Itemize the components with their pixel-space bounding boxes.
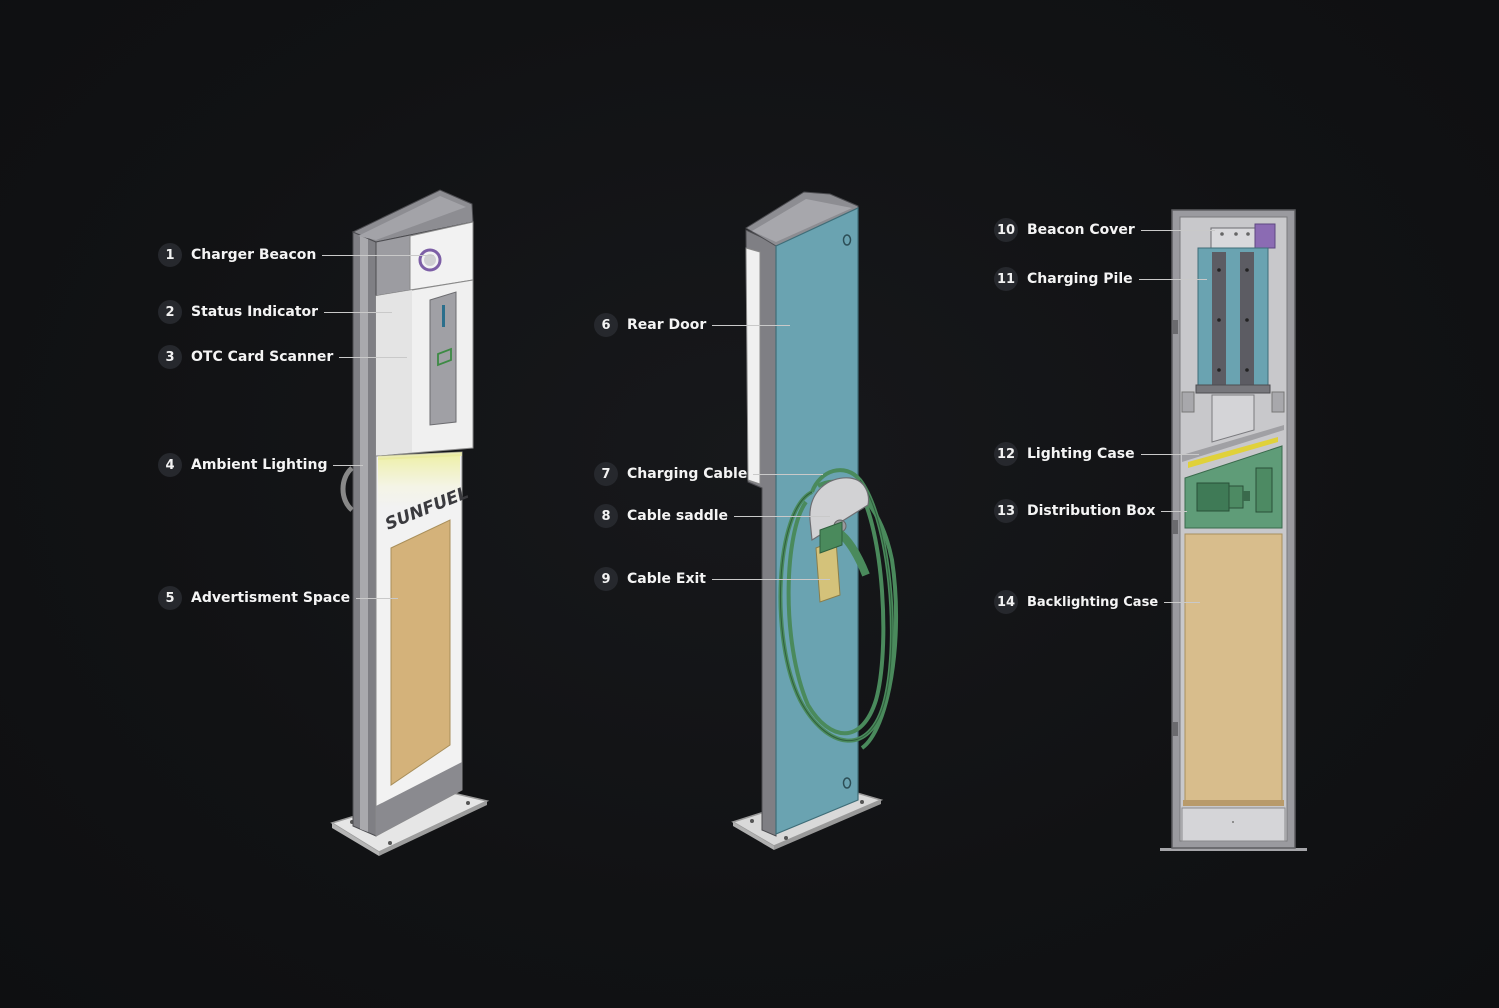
callout-number: 4 bbox=[158, 453, 182, 477]
leader-line bbox=[1138, 278, 1207, 280]
leader-line bbox=[1140, 229, 1215, 231]
callout-number: 12 bbox=[994, 442, 1018, 466]
callout-charger-beacon: 1 Charger Beacon bbox=[158, 242, 435, 268]
beacon-cover bbox=[1210, 227, 1256, 249]
leader-line bbox=[712, 578, 830, 580]
base-plate-internal bbox=[1160, 848, 1307, 851]
leader-line bbox=[712, 324, 791, 326]
callout-label: Charging Cable bbox=[627, 466, 748, 482]
callout-label: Beacon Cover bbox=[1027, 222, 1135, 238]
leader-line bbox=[1140, 453, 1199, 455]
advert-panel bbox=[390, 519, 451, 786]
callout-backlighting-case: 14 Backlighting Case bbox=[994, 589, 1201, 615]
status-indicator-bar bbox=[442, 305, 445, 327]
callout-number: 11 bbox=[994, 267, 1018, 291]
callout-rear-door: 6 Rear Door bbox=[594, 312, 791, 338]
callout-number: 3 bbox=[158, 345, 182, 369]
callout-cable-saddle: 8 Cable saddle bbox=[594, 503, 831, 529]
callout-label: OTC Card Scanner bbox=[191, 349, 334, 365]
charging-pile bbox=[1197, 247, 1269, 389]
leader-line bbox=[324, 311, 393, 313]
callout-number: 9 bbox=[594, 567, 618, 591]
callout-label: Charger Beacon bbox=[191, 247, 317, 263]
leader-line bbox=[753, 473, 824, 475]
callout-status-indicator: 2 Status Indicator bbox=[158, 299, 393, 325]
callout-label: Ambient Lighting bbox=[191, 457, 328, 473]
leader-line bbox=[1164, 601, 1201, 603]
callout-number: 14 bbox=[994, 590, 1018, 614]
callout-number: 1 bbox=[158, 243, 182, 267]
callout-number: 10 bbox=[994, 218, 1018, 242]
cable-saddle bbox=[809, 477, 870, 542]
leader-line bbox=[1161, 510, 1188, 512]
leader-line bbox=[339, 356, 408, 358]
callout-distribution-box: 13 Distribution Box bbox=[994, 498, 1188, 524]
callout-number: 5 bbox=[158, 586, 182, 610]
lighting-case bbox=[1188, 437, 1278, 468]
callout-label: Cable saddle bbox=[627, 508, 729, 524]
callout-label: Lighting Case bbox=[1027, 446, 1135, 462]
charger-internal-view bbox=[1160, 209, 1307, 851]
callout-number: 7 bbox=[594, 462, 618, 486]
card-scanner-icon bbox=[437, 347, 452, 367]
callout-number: 13 bbox=[994, 499, 1018, 523]
callout-number: 2 bbox=[158, 300, 182, 324]
leader-line bbox=[333, 464, 364, 466]
leader-line bbox=[322, 254, 435, 256]
charger-front-view bbox=[330, 189, 490, 856]
callout-cable-exit: 9 Cable Exit bbox=[594, 566, 830, 592]
callout-otc-card-scanner: 3 OTC Card Scanner bbox=[158, 344, 408, 370]
callout-charging-cable: 7 Charging Cable bbox=[594, 461, 824, 487]
callout-label: Status Indicator bbox=[191, 304, 319, 320]
callout-label: Backlighting Case bbox=[1027, 594, 1159, 610]
display-insert bbox=[429, 291, 457, 426]
callout-label: Cable Exit bbox=[627, 571, 706, 587]
callout-lighting-case: 12 Lighting Case bbox=[994, 441, 1199, 467]
callout-ambient-lighting: 4 Ambient Lighting bbox=[158, 452, 364, 478]
backlighting-case bbox=[1184, 533, 1283, 803]
callout-number: 6 bbox=[594, 313, 618, 337]
charger-rear-view bbox=[731, 191, 898, 850]
leader-line bbox=[734, 515, 831, 517]
callout-label: Rear Door bbox=[627, 317, 707, 333]
callout-label: Charging Pile bbox=[1027, 271, 1133, 287]
callout-number: 8 bbox=[594, 504, 618, 528]
callout-advertisment-space: 5 Advertisment Space bbox=[158, 585, 399, 611]
leader-line bbox=[356, 597, 399, 599]
callout-beacon-cover: 10 Beacon Cover bbox=[994, 217, 1215, 243]
callout-label: Distribution Box bbox=[1027, 503, 1156, 519]
ambient-glow bbox=[378, 454, 460, 508]
callout-charging-pile: 11 Charging Pile bbox=[994, 266, 1207, 292]
callout-label: Advertisment Space bbox=[191, 590, 351, 606]
beacon-ring bbox=[418, 248, 442, 272]
